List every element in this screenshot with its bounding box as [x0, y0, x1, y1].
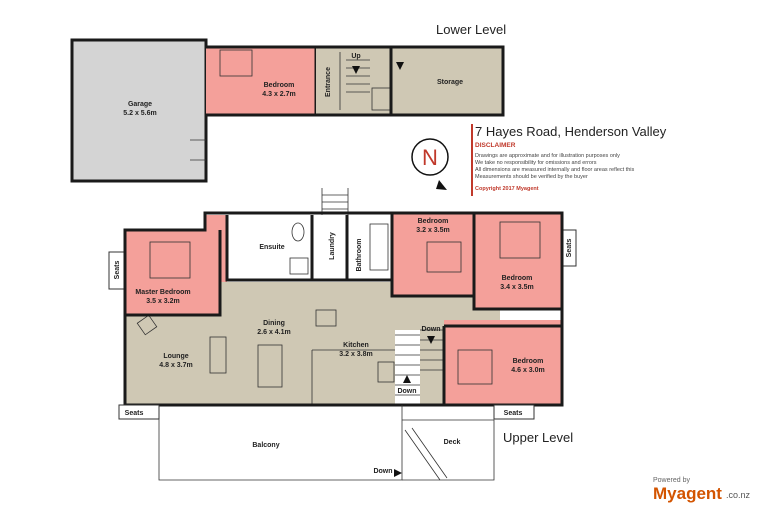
bedroom-bottom-size: 4.6 x 3.0m [511, 367, 544, 374]
master-bed-icon [149, 241, 191, 279]
disclaimer-line: Measurements should be verified by the b… [475, 174, 588, 180]
living-area [125, 282, 500, 405]
lower-level-title: Lower Level [436, 22, 507, 37]
dining-label: Dining [263, 320, 285, 327]
bedroom-bottom-bed-icon [457, 349, 493, 385]
upper-level-title: Upper Level [503, 430, 574, 445]
laundry-label: Laundry [329, 232, 336, 260]
ensuite-tub-icon [291, 222, 305, 242]
bedroom-right-area [474, 213, 562, 309]
lower-bed-icon [219, 49, 253, 77]
disclaimer-line: We take no responsibility for omissions … [475, 160, 597, 166]
bedroom-right-bed-icon [499, 221, 541, 259]
property-address: 7 Hayes Road, Henderson Valley [475, 124, 667, 139]
lower-level: Garage 5.2 x 5.6m Bedroom 4.3 x 2.7m Ent… [70, 38, 505, 183]
compass: N [411, 138, 449, 190]
address-accent-bar [471, 124, 473, 196]
down-deck-label: Down [373, 468, 392, 475]
kitchen-size: 3.2 x 3.8m [339, 351, 372, 358]
master-bedroom-area [125, 230, 220, 315]
up-label: Up [351, 53, 360, 60]
down-arrow-icon [427, 336, 435, 344]
seats-left-label: Seats [114, 261, 121, 280]
armchair-icon [136, 314, 158, 336]
lower-bedroom-area [206, 47, 316, 115]
dining-size: 2.6 x 4.1m [257, 329, 290, 336]
lounge-label: Lounge [163, 353, 188, 360]
up-stair-arrow-icon [403, 375, 411, 383]
ensuite-label: Ensuite [259, 244, 284, 251]
kitchen-label: Kitchen [343, 342, 369, 349]
bedroom-top-area [392, 213, 474, 296]
lounge-size: 4.8 x 3.7m [159, 362, 192, 369]
lower-bedroom-size: 4.3 x 2.7m [262, 91, 295, 98]
storage-label: Storage [437, 79, 463, 86]
entrance-label: Entrance [325, 67, 332, 97]
master-bedroom-label: Master Bedroom [135, 289, 190, 296]
dining-table-icon [257, 344, 283, 388]
disclaimer-title: DISCLAIMER [475, 142, 516, 149]
disclaimer-line: Drawings are approximate and for illustr… [475, 153, 620, 159]
brand-suffix: .co.nz [726, 490, 751, 500]
compass-letter: N [422, 145, 438, 170]
lower-bedroom-label: Bedroom [264, 82, 295, 89]
disclaimer-line: All dimensions are measured internally a… [475, 167, 635, 173]
compass-arrow-icon [436, 180, 447, 190]
bedroom-bottom-area [444, 320, 562, 405]
laundry-area [312, 215, 347, 280]
bedroom-top-label: Bedroom [418, 218, 449, 225]
down-stair-lower-label: Down [397, 388, 416, 395]
sofa-icon [209, 336, 227, 374]
balcony-label: Balcony [252, 442, 279, 449]
up-arrow-icon [352, 66, 360, 74]
ensuite-area [227, 215, 312, 280]
bedroom-right-size: 3.4 x 3.5m [500, 284, 533, 291]
bathroom-area [347, 215, 392, 280]
bathroom-label: Bathroom [356, 238, 363, 271]
powered-by-text: Powered by [653, 477, 690, 484]
bedroom-top-size: 3.2 x 3.5m [416, 227, 449, 234]
master-bedroom-size: 3.5 x 3.2m [146, 298, 179, 305]
seats-bottom-left-label: Seats [125, 410, 144, 417]
copyright-text: Copyright 2017 Myagent [475, 186, 539, 192]
garage-label: Garage [128, 101, 152, 108]
bedroom-bottom-label: Bedroom [513, 358, 544, 365]
garage-size: 5.2 x 5.6m [123, 110, 156, 117]
down-deck-arrow-icon [394, 469, 402, 477]
deck-label: Deck [444, 439, 461, 446]
upper-level: Seats Master Bedroom 3.5 x 3.2m Ensuite … [108, 188, 577, 481]
garage-area [72, 40, 206, 181]
storage-area [391, 47, 503, 115]
down-stair-label: Down [421, 326, 440, 333]
entrance-area [316, 47, 391, 115]
seats-right-label: Seats [566, 239, 573, 258]
bedroom-right-label: Bedroom [502, 275, 533, 282]
seats-bottom-right-label: Seats [504, 410, 523, 417]
bedroom-top-bed-icon [426, 241, 462, 273]
storage-arrow-icon [396, 62, 404, 70]
brand-logo[interactable]: Myagent [653, 484, 722, 503]
